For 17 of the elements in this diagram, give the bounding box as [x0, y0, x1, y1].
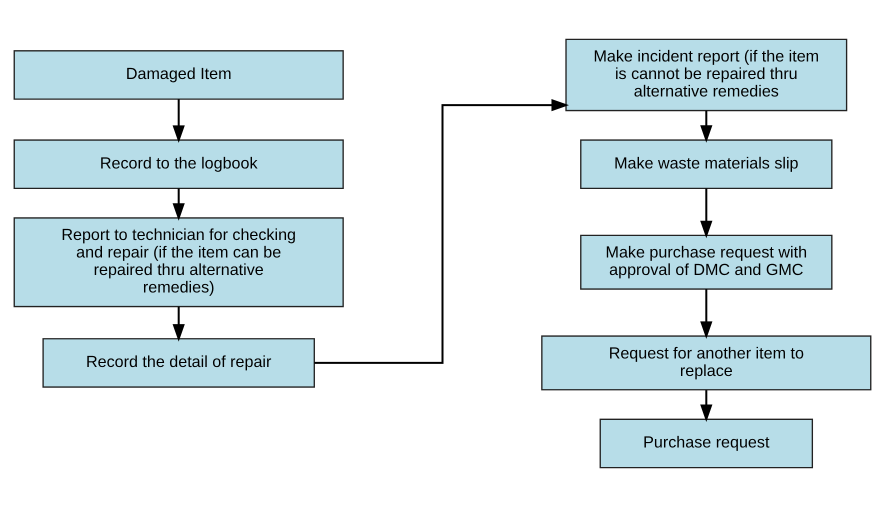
- node-box: Make purchase request with approval of DMC and GMC: [580, 234, 832, 290]
- node-box: Record the detail of repair: [42, 338, 315, 388]
- arrow: [172, 99, 185, 143]
- arrow: [314, 99, 569, 364]
- arrow: [172, 306, 185, 342]
- node-box: Record to the logbook: [14, 139, 344, 190]
- node-box: Damaged Item: [14, 50, 344, 100]
- arrow: [700, 110, 712, 143]
- arrow: [700, 289, 712, 339]
- arrow: [700, 188, 712, 238]
- node-box: Report to technician for checking and repair (if the item can be repaired thru alternative remedies): [14, 217, 344, 308]
- arrow: [172, 188, 185, 221]
- node-box: Purchase request: [600, 418, 814, 468]
- arrow: [700, 390, 712, 422]
- node-box: Make incident report (if the item is cannot be repaired thru alternative remedies: [565, 38, 848, 112]
- node-box: Make waste materials slip: [580, 139, 832, 190]
- node-box: Request for another item to replace: [541, 335, 872, 390]
